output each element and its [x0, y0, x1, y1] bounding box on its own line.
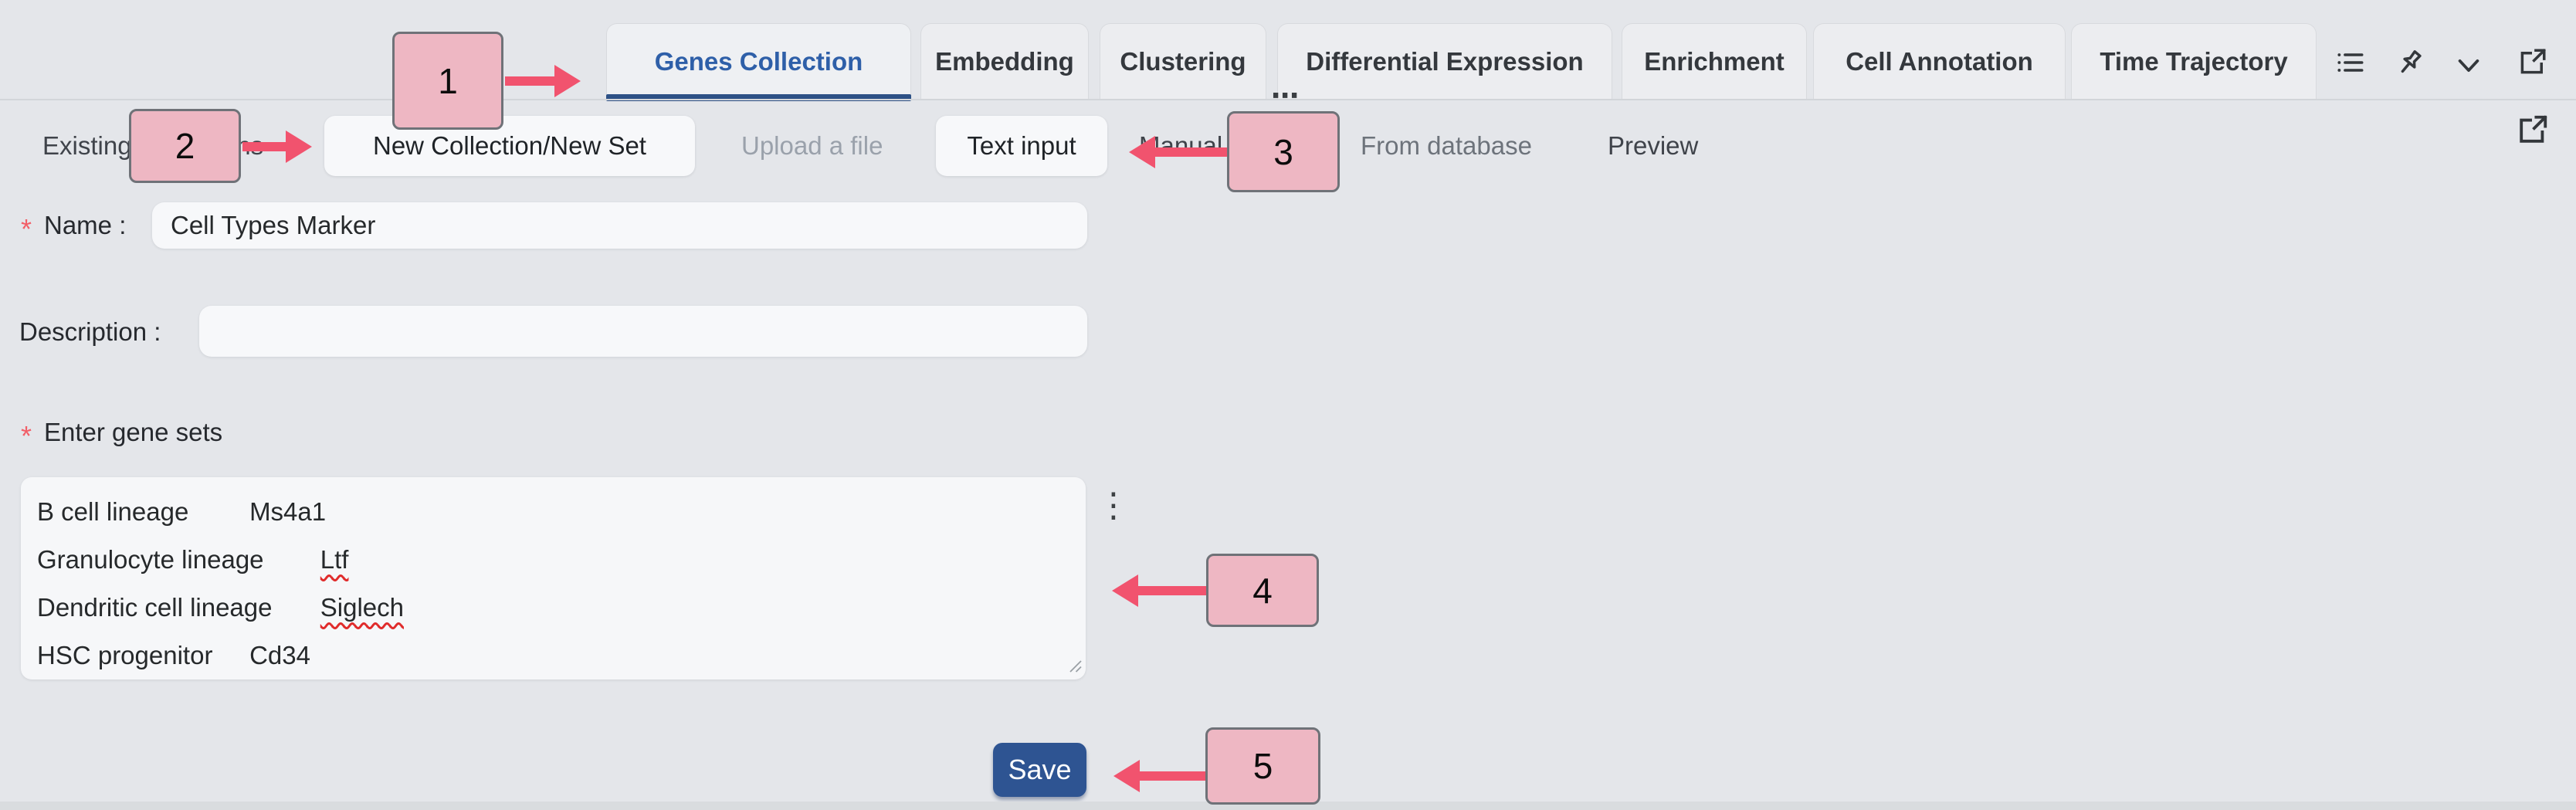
- annotation-box-4: 4: [1206, 554, 1319, 627]
- annotation-arrow-head: [1112, 574, 1138, 607]
- gene-symbol: Cd34: [249, 641, 310, 669]
- annotation-arrow-shaft: [1134, 586, 1207, 595]
- subtab-preview[interactable]: Preview: [1608, 131, 1699, 160]
- tab-label: Differential Expression: [1306, 47, 1584, 76]
- gene-symbol: Ms4a1: [249, 497, 327, 526]
- gene-sets-label: Enter gene sets: [44, 418, 223, 446]
- gene-sets-required-asterisk: *: [21, 420, 32, 452]
- annotation-arrow-shaft: [505, 76, 559, 86]
- tab-label: Genes Collection: [654, 47, 863, 76]
- annotation-arrow-head: [1113, 760, 1140, 792]
- gene-set-name: B cell lineage: [37, 497, 189, 526]
- gene-set-name: Dendritic cell lineage: [37, 593, 273, 622]
- annotation-number: 3: [1273, 131, 1293, 172]
- tab-embedding[interactable]: Embedding: [920, 23, 1089, 100]
- tab-differential-expression[interactable]: Differential Expression: [1277, 23, 1612, 100]
- description-label: Description :: [19, 317, 161, 346]
- annotation-arrow-head: [286, 130, 312, 163]
- gene-set-name: HSC progenitor: [37, 641, 213, 669]
- tab-clustering[interactable]: Clustering: [1100, 23, 1266, 100]
- tab-genes-collection[interactable]: Genes Collection: [606, 23, 911, 101]
- active-tab-underline: [606, 94, 911, 101]
- tab-overflow-indicator[interactable]: ⋯: [1271, 80, 1300, 111]
- list-icon[interactable]: [2334, 46, 2366, 79]
- annotation-arrow-shaft: [1135, 771, 1206, 781]
- subtab-label: Text input: [967, 131, 1076, 160]
- textarea-resize-handle[interactable]: [1069, 659, 1083, 673]
- annotation-number: 2: [175, 126, 195, 166]
- annotation-arrow-shaft: [242, 142, 290, 151]
- name-label: Name :: [44, 211, 127, 239]
- name-required-asterisk: *: [21, 213, 32, 245]
- annotation-box-5: 5: [1205, 727, 1320, 805]
- annotation-arrow-head: [554, 65, 581, 97]
- name-input[interactable]: [152, 202, 1087, 249]
- annotation-arrow-shaft: [1151, 147, 1228, 157]
- tab-label: Enrichment: [1644, 47, 1785, 76]
- tab-label: Cell Annotation: [1846, 47, 2033, 76]
- subtab-text-input[interactable]: Text input: [936, 116, 1107, 176]
- annotation-number: 5: [1252, 746, 1273, 786]
- gene-symbol: Siglech: [320, 593, 404, 622]
- tab-cell-annotation[interactable]: Cell Annotation: [1813, 23, 2066, 100]
- subtab-upload-a-file[interactable]: Upload a file: [741, 131, 883, 160]
- annotation-number: 1: [438, 60, 458, 101]
- save-button-label: Save: [1008, 754, 1072, 785]
- gene-sets-content: B cell lineage Ms4a1 Granulocyte lineage…: [37, 488, 1070, 680]
- tab-time-trajectory[interactable]: Time Trajectory: [2071, 23, 2317, 100]
- tab-label: Time Trajectory: [2100, 47, 2288, 76]
- tab-label: Clustering: [1120, 47, 1246, 76]
- panel-external-link-icon[interactable]: [2514, 113, 2550, 148]
- external-link-icon[interactable]: [2516, 46, 2548, 79]
- save-button[interactable]: Save: [993, 743, 1086, 797]
- gene-symbol: Ltf: [320, 545, 349, 574]
- subtab-new-collection-new-set[interactable]: New Collection/New Set: [324, 116, 695, 176]
- chevron-down-icon[interactable]: [2452, 49, 2485, 82]
- tab-label: Embedding: [935, 47, 1074, 76]
- annotation-arrow-head: [1129, 136, 1155, 168]
- tab-strip-divider: [0, 99, 2576, 100]
- bottom-edge-strip: [0, 802, 2576, 810]
- subtab-from-database[interactable]: From database: [1361, 131, 1532, 160]
- annotation-number: 4: [1252, 570, 1273, 611]
- kebab-menu-icon[interactable]: ⋮: [1096, 486, 1130, 524]
- subtab-label: New Collection/New Set: [373, 131, 646, 160]
- annotation-box-3: 3: [1227, 111, 1340, 192]
- gene-sets-textarea[interactable]: B cell lineage Ms4a1 Granulocyte lineage…: [21, 477, 1086, 680]
- description-input[interactable]: [199, 306, 1087, 357]
- pin-icon[interactable]: [2394, 46, 2426, 79]
- tab-enrichment[interactable]: Enrichment: [1622, 23, 1807, 100]
- gene-set-name: Granulocyte lineage: [37, 545, 264, 574]
- annotation-box-2: 2: [129, 109, 241, 183]
- annotation-box-1: 1: [392, 32, 503, 130]
